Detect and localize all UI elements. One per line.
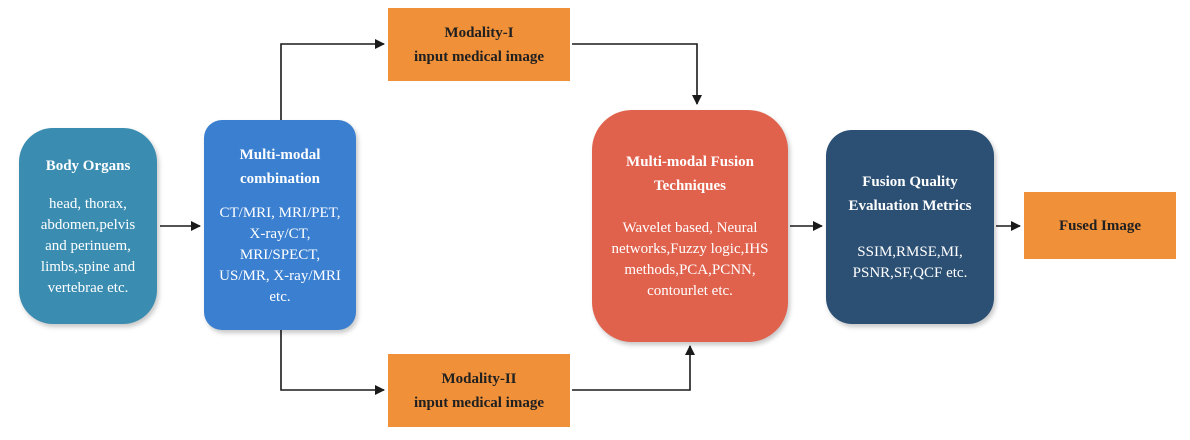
body-organs-title: Body Organs (45, 157, 131, 174)
fusion-techniques-box: Multi-modal Fusion Techniques Wavelet ba… (592, 110, 788, 342)
arrow-combination-to-modality-2 (280, 330, 385, 395)
fusion-techniques-title: Multi-modal Fusion Techniques (626, 154, 754, 194)
modality-1-title: Modality-I input medical image (414, 24, 544, 65)
arrow-combination-to-modality-1 (280, 39, 385, 120)
multimodal-combination-list: CT/MRI, MRI/PET, X-ray/CT, MRI/SPECT, US… (219, 204, 341, 305)
fusion-quality-title: Fusion Quality Evaluation Metrics (848, 174, 972, 214)
modality-2-box: Modality-II input medical image (388, 354, 570, 427)
body-organs-box: Body Organs head, thorax, abdomen,pelvis… (19, 128, 157, 324)
arrow-modality-2-to-fusion (572, 345, 695, 391)
modality-1-box: Modality-I input medical image (388, 8, 570, 81)
fused-image-title: Fused Image (1058, 217, 1142, 234)
fusion-quality-list: SSIM,RMSE,MI, PSNR,SF,QCF etc. (852, 244, 968, 281)
arrow-modality-1-to-fusion (572, 43, 702, 105)
modality-2-title: Modality-II input medical image (414, 370, 544, 411)
fusion-quality-box: Fusion Quality Evaluation Metrics SSIM,R… (826, 130, 994, 324)
body-organs-list: head, thorax, abdomen,pelvis and perinue… (40, 195, 136, 296)
multimodal-combination-title: Multi-modal combination (239, 146, 321, 187)
fused-image-box: Fused Image (1024, 192, 1176, 259)
fusion-techniques-list: Wavelet based, Neural networks,Fuzzy log… (611, 220, 769, 299)
multimodal-combination-box: Multi-modal combination CT/MRI, MRI/PET,… (204, 120, 356, 330)
